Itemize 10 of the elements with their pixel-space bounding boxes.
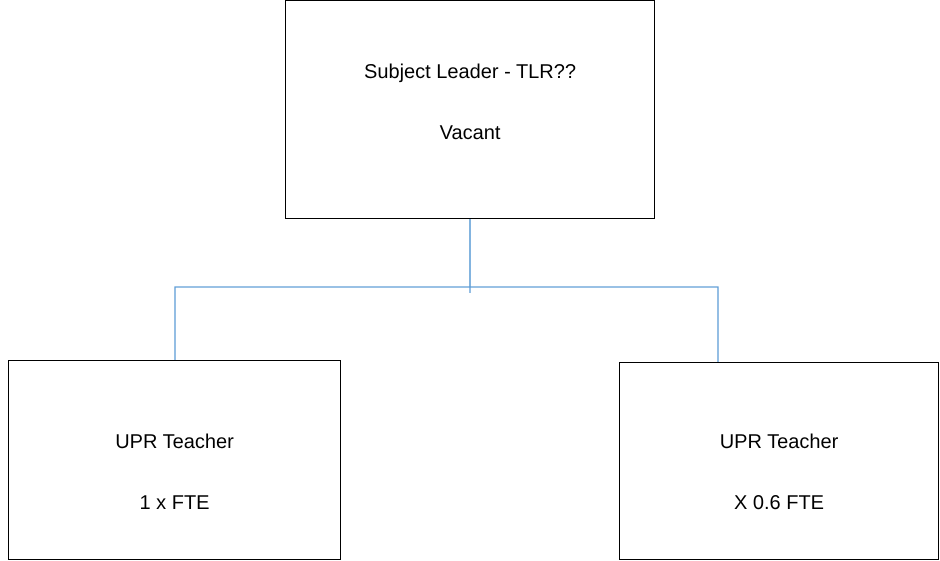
role-detail: 1 x FTE: [138, 492, 210, 515]
role-title: Subject Leader - TLR??: [363, 61, 577, 84]
role-title: UPR Teacher: [114, 431, 235, 454]
connector-line: [469, 219, 719, 362]
role-box: [619, 362, 939, 560]
role-detail: Vacant: [438, 122, 502, 145]
role-detail: X 0.6 FTE: [732, 492, 826, 515]
role-box: [8, 360, 341, 560]
role-box: [285, 0, 655, 219]
role-title: UPR Teacher: [718, 431, 840, 454]
